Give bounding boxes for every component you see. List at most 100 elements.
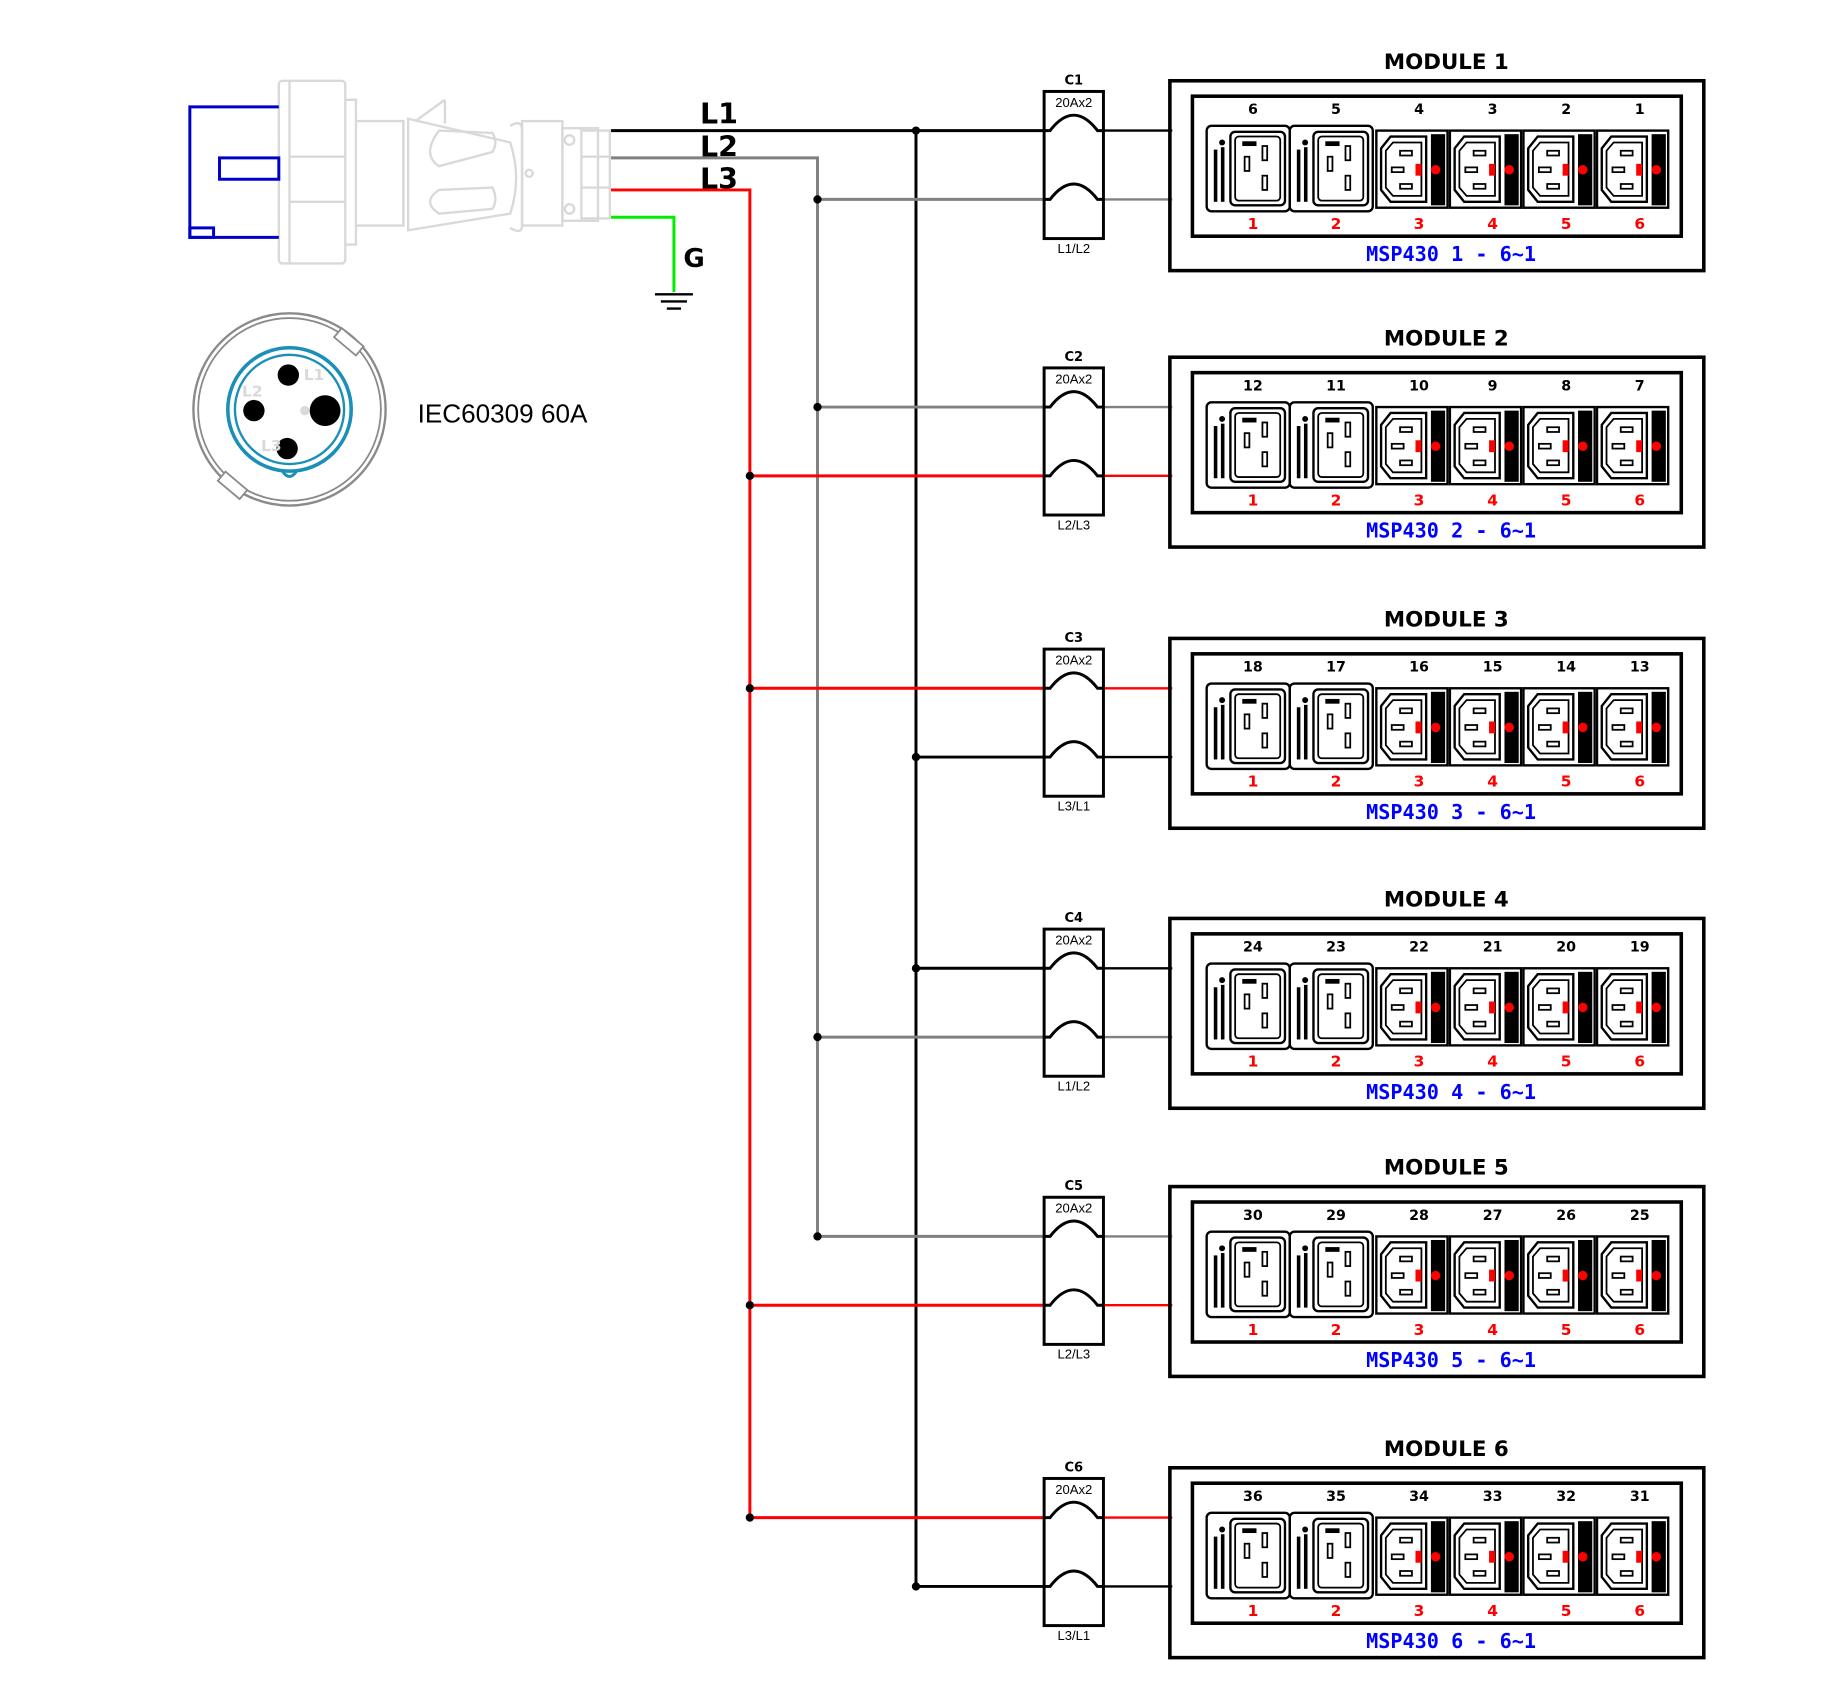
c19-outlet-icon <box>1229 1517 1287 1594</box>
outlet-28: 283 <box>1375 1208 1449 1339</box>
breaker-phases: L2/L3 <box>1057 1347 1090 1362</box>
outlet-index: 6 <box>1634 1602 1645 1620</box>
outlet-13: 136 <box>1595 660 1670 791</box>
junction-dot <box>813 402 822 412</box>
module-title: MODULE 6 <box>1384 1437 1509 1462</box>
outlet-index: 3 <box>1414 492 1425 510</box>
module-panel <box>1190 652 1684 796</box>
status-led-icon <box>1651 1552 1662 1562</box>
status-led-icon <box>1578 1270 1588 1281</box>
status-led-icon <box>1504 1002 1514 1013</box>
c19-outlet-icon <box>1229 130 1287 207</box>
status-led-icon <box>1651 441 1662 451</box>
module-label: MSP430 2 - 6~1 <box>1366 519 1536 543</box>
outlet-index: 5 <box>1561 1321 1572 1339</box>
junction-dot <box>745 1513 755 1522</box>
module-panel <box>1190 370 1684 515</box>
status-led-icon <box>1430 722 1441 733</box>
status-led-icon <box>1430 165 1441 175</box>
c13-outlet-icon <box>1453 1522 1501 1590</box>
c19-outlet-icon <box>1312 968 1370 1045</box>
breaker-name: C6 <box>1064 1460 1083 1475</box>
c13-outlet-icon <box>1600 135 1649 203</box>
face-label-l3: L3 <box>261 437 282 455</box>
c13-outlet-frame <box>1375 967 1449 1047</box>
outlet-index: 2 <box>1331 492 1342 510</box>
c13-outlet-frame <box>1375 405 1449 486</box>
c13-outlet-frame <box>1595 1516 1670 1596</box>
outlet-7: 76 <box>1595 378 1670 510</box>
c19-outlet-frame <box>1205 401 1291 489</box>
outlet-9: 94 <box>1448 378 1523 510</box>
outlet-index: 1 <box>1248 1053 1259 1071</box>
status-led-icon <box>1504 441 1514 451</box>
plug-title: IEC60309 60A <box>418 398 588 428</box>
outlet-number: 24 <box>1243 940 1263 956</box>
plug-pin-housing <box>188 105 281 239</box>
junction-dot <box>813 1032 822 1042</box>
outlet-19: 196 <box>1595 940 1670 1071</box>
c19-outlet-frame <box>1288 124 1374 213</box>
c13-outlet-icon <box>1379 973 1428 1041</box>
outlet-index: 6 <box>1634 1053 1645 1071</box>
breaker-rating: 20Ax2 <box>1055 933 1092 948</box>
c19-outlet-frame <box>1288 962 1374 1051</box>
status-led-icon <box>1430 1270 1441 1281</box>
breaker-name: C2 <box>1064 350 1083 365</box>
c13-outlet-icon <box>1379 1241 1428 1309</box>
status-led-icon <box>1504 1552 1514 1562</box>
outlet-16: 163 <box>1375 660 1449 791</box>
breaker-body <box>1042 647 1105 798</box>
outlet-number: 12 <box>1243 378 1263 394</box>
junction-dot <box>745 471 755 481</box>
outlet-29: 292 <box>1288 1208 1374 1339</box>
outlet-number: 14 <box>1556 660 1576 676</box>
breaker-contact-icon <box>1044 390 1104 409</box>
junction-dot <box>813 195 822 204</box>
c19-outlet-icon <box>1312 688 1370 765</box>
junction-dot <box>745 684 755 693</box>
outlet-number: 2 <box>1561 102 1571 118</box>
outlet-number: 13 <box>1630 660 1650 676</box>
c19-outlet-icon <box>1229 407 1287 483</box>
outlet-number: 4 <box>1414 102 1424 118</box>
outlet-index: 4 <box>1487 1053 1498 1071</box>
status-led-icon <box>1430 441 1441 451</box>
outlet-number: 16 <box>1409 660 1429 676</box>
status-led-icon <box>1578 722 1588 733</box>
c19-outlet-icon <box>1312 1517 1370 1594</box>
outlet-index: 3 <box>1414 1602 1425 1620</box>
breaker-rating: 20Ax2 <box>1055 371 1092 386</box>
breaker-contact-icon <box>1044 1500 1104 1520</box>
outlet-number: 20 <box>1556 940 1576 956</box>
status-led-icon <box>1578 1002 1588 1013</box>
module-frame <box>1168 1184 1706 1379</box>
plug-face-view: L1 L2 L3 <box>192 312 387 507</box>
c13-outlet-icon <box>1527 411 1575 480</box>
bus-label-g: G <box>683 244 704 274</box>
face-label-l2: L2 <box>242 382 263 400</box>
outlet-17: 172 <box>1288 660 1374 791</box>
c19-outlet-icon <box>1312 1236 1370 1313</box>
c13-outlet-icon <box>1600 693 1649 761</box>
bus-label-l1: L1 <box>700 97 738 130</box>
outlet-number: 23 <box>1326 940 1346 956</box>
c13-outlet-icon <box>1379 135 1428 203</box>
pin-l2 <box>243 399 265 422</box>
module-label: MSP430 5 - 6~1 <box>1366 1348 1536 1372</box>
c13-outlet-frame <box>1595 967 1670 1047</box>
outlet-number: 9 <box>1488 378 1498 394</box>
pin-l3 <box>276 437 298 460</box>
breaker-contact-icon <box>1044 182 1104 201</box>
c13-outlet-frame <box>1595 129 1670 209</box>
outlet-number: 15 <box>1483 660 1503 676</box>
outlet-index: 2 <box>1331 215 1342 233</box>
outlet-index: 1 <box>1248 215 1259 233</box>
outlet-18: 181 <box>1205 660 1291 791</box>
outlet-number: 8 <box>1561 378 1571 394</box>
breaker-contact-icon <box>1044 1569 1104 1588</box>
status-led-icon <box>1651 1002 1662 1013</box>
